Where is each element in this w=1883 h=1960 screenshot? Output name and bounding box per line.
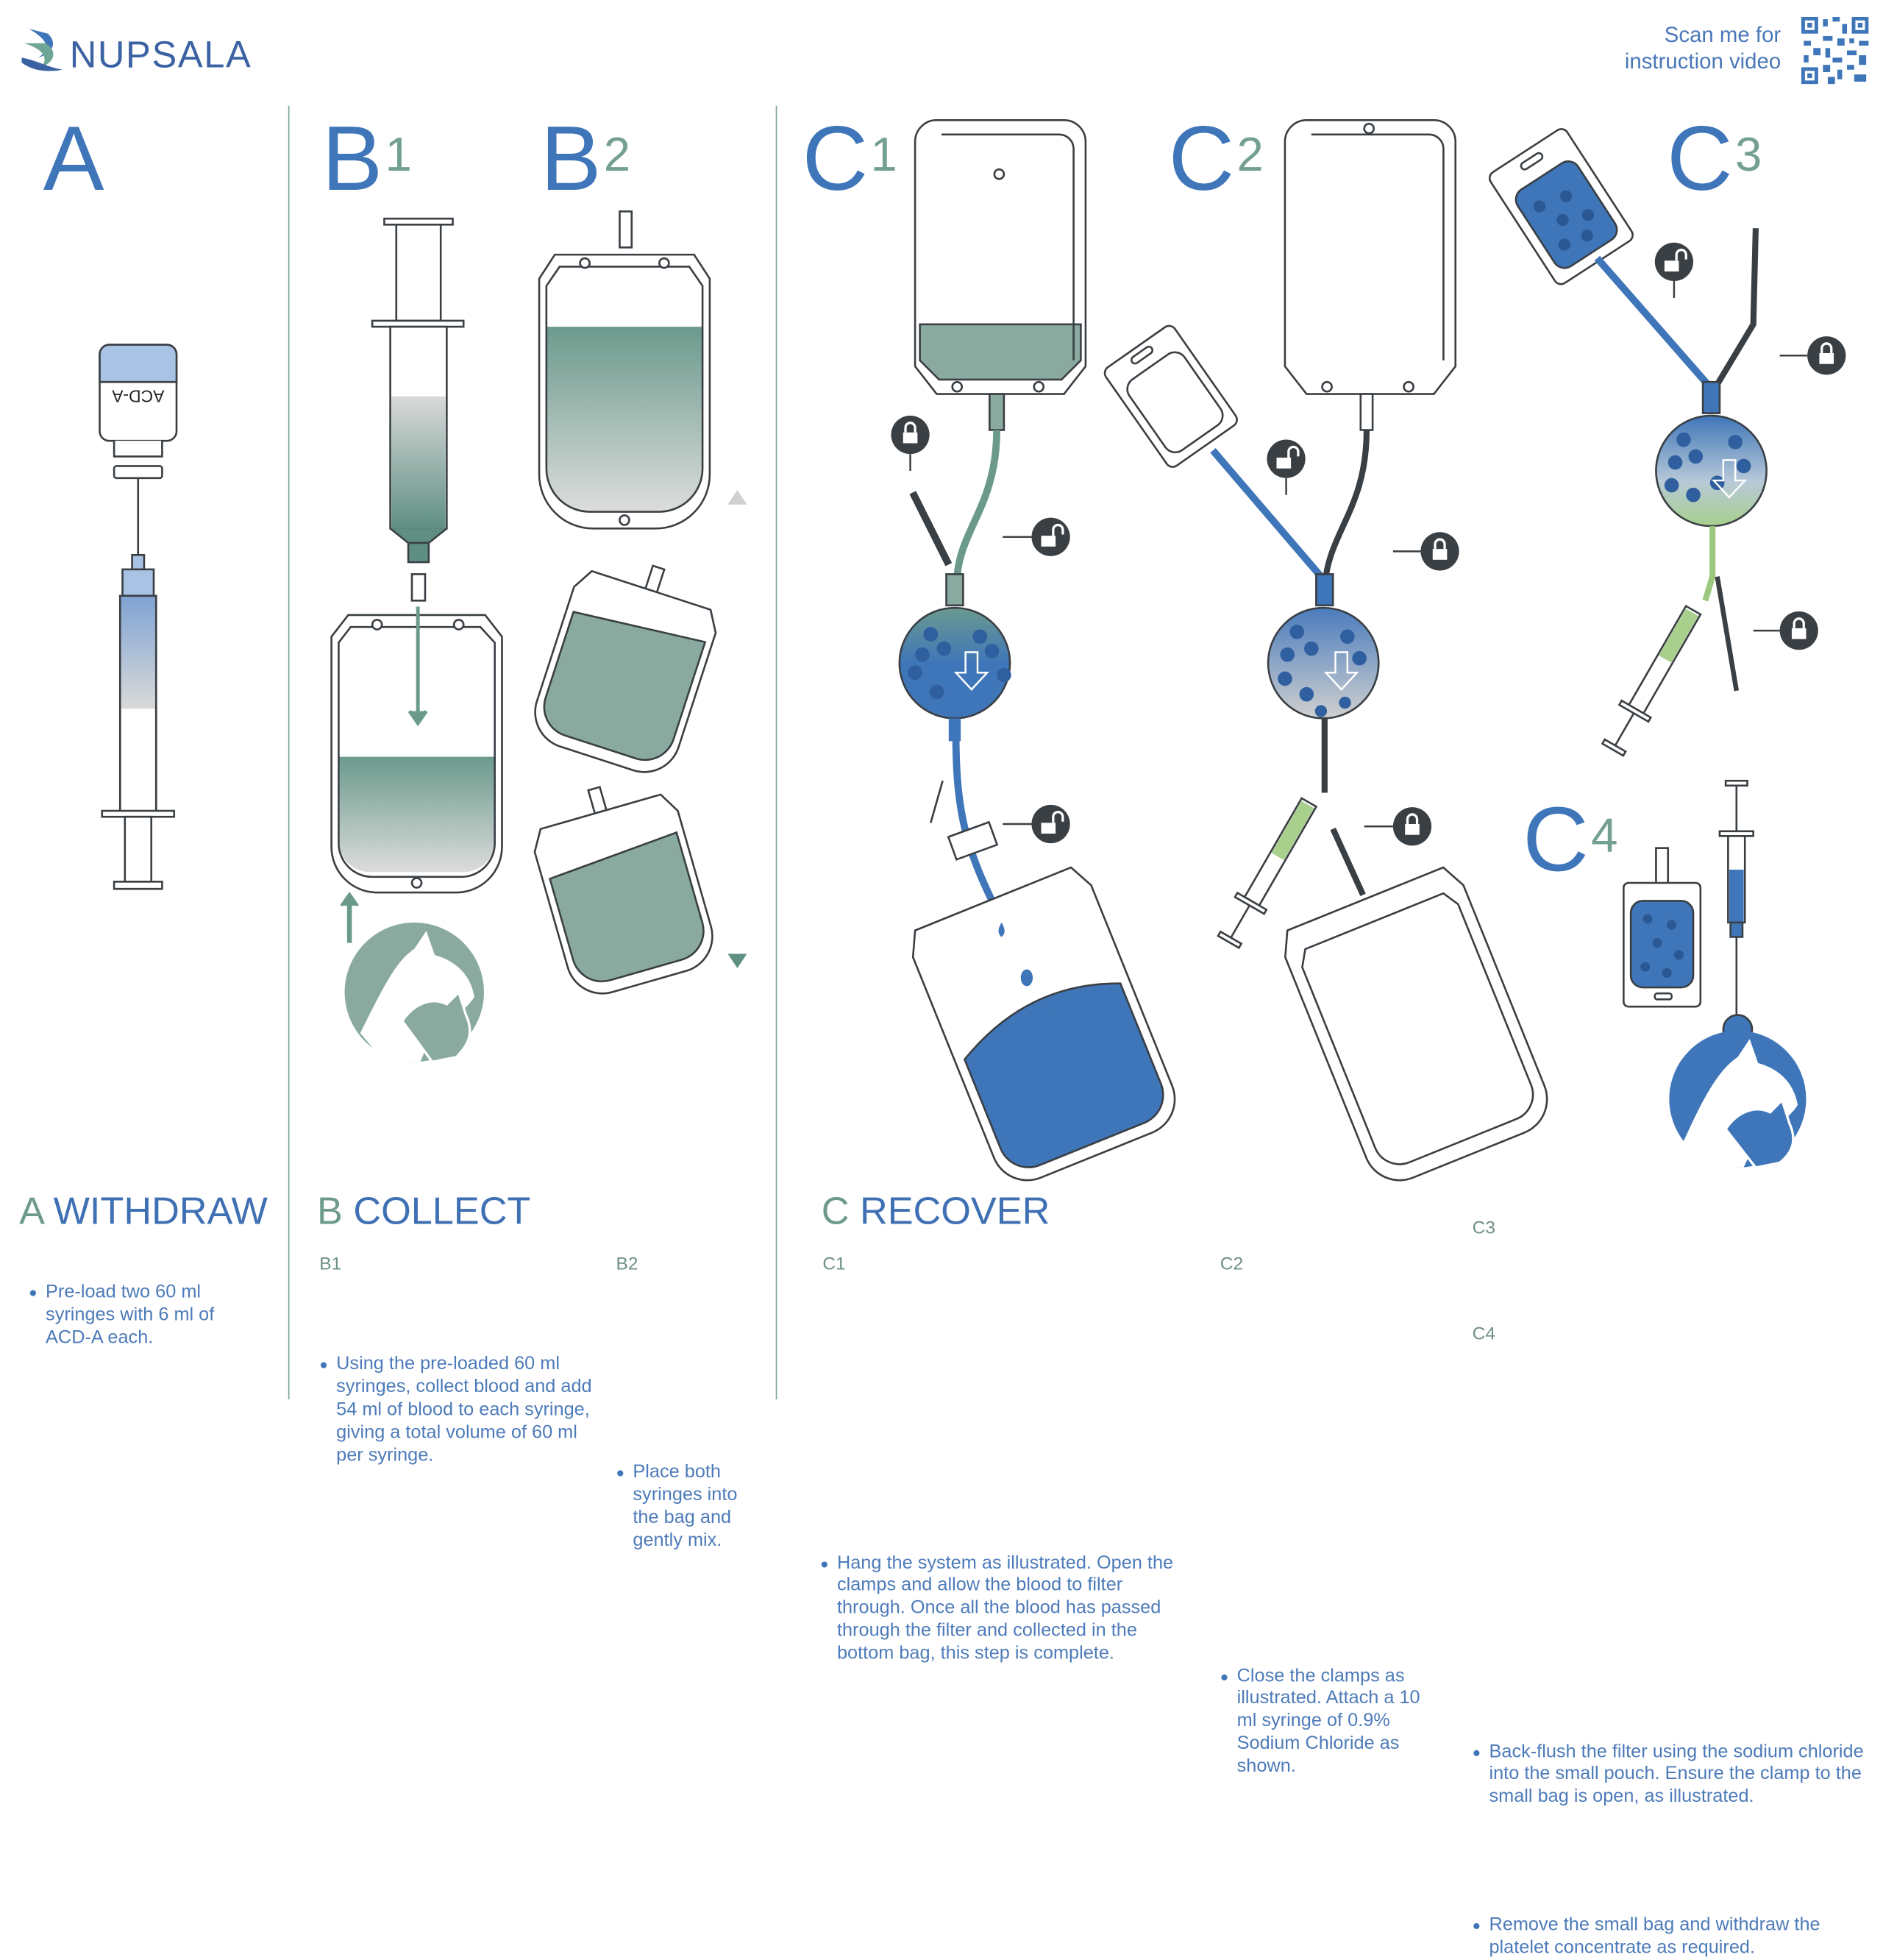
step-label-c3: C3 <box>1667 107 1762 210</box>
instruction-sheet: NUPSALA Scan me for instruction video A … <box>19 16 1869 1958</box>
clamp-closed-icon <box>1419 530 1461 572</box>
illustrations <box>99 118 1807 1182</box>
small-pouch-c3 <box>1488 128 1634 285</box>
syringe-a <box>101 553 176 890</box>
syringe-b1 <box>371 217 465 602</box>
sublabel-c1: C1 <box>822 1254 846 1275</box>
step-label-b1: B1 <box>321 107 412 210</box>
instruction-b2: Place both syringes into the bag and gen… <box>616 1463 765 1553</box>
qr-caption: Scan me for instruction video <box>1625 21 1781 74</box>
clamp-closed-icon <box>889 414 931 455</box>
clamp-closed-icon <box>1806 335 1848 377</box>
instruction-b1: Using the pre-loaded 60 ml syringes, col… <box>319 1354 606 1467</box>
qr-code-icon[interactable] <box>1801 16 1869 85</box>
section-heading-b: B COLLECT <box>317 1189 531 1233</box>
column-divider <box>288 105 290 1400</box>
sublabel-c3: C3 <box>1472 1218 1495 1239</box>
step-label-b2: B2 <box>540 107 631 210</box>
bag-b2-top <box>538 210 711 530</box>
bag-b2-low <box>533 786 713 995</box>
clamp-closed-icon <box>1778 610 1820 651</box>
instruction-c2: Close the clamps as illustrated. Attach … <box>1220 1666 1441 1778</box>
nupsala-logo-icon <box>21 29 63 71</box>
top-bag-c1 <box>914 118 1087 431</box>
sublabel-b1: B1 <box>319 1254 342 1275</box>
step-label-c4: C4 <box>1523 789 1618 892</box>
arrow-down-b1 <box>407 606 428 727</box>
blood-drops <box>998 922 1057 1030</box>
instruction-c3: Back-flush the filter using the sodium c… <box>1473 1741 1883 1809</box>
clamp-closed-icon <box>1392 806 1433 848</box>
clamp-open-icon <box>1654 241 1695 283</box>
syringe-c4 <box>1718 779 1754 1015</box>
step-label-c1: C1 <box>802 107 897 210</box>
instruction-a: Pre-load two 60 ml syringes with 6 ml of… <box>29 1282 249 1349</box>
arrow-up-b1 <box>340 891 359 943</box>
clamp-open-icon <box>1265 438 1307 480</box>
syringe-c2 <box>1217 797 1318 950</box>
bottom-bag-c1 <box>911 866 1176 1182</box>
syringe-c3 <box>1601 604 1702 757</box>
bottom-bag-c2 <box>1284 866 1548 1182</box>
bag-b1 <box>330 614 503 894</box>
acd-a-vial <box>99 344 178 555</box>
clamp-indicators <box>889 241 1848 848</box>
sublabel-c2: C2 <box>1220 1254 1244 1275</box>
instruction-c4: Remove the small bag and withdraw the pl… <box>1473 1914 1873 1959</box>
clamp-open-icon <box>1030 803 1072 845</box>
qr-caption-line2: instruction video <box>1624 49 1781 74</box>
section-heading-a: A WITHDRAW <box>19 1189 268 1233</box>
step-label-c2: C2 <box>1168 107 1264 210</box>
section-heading-c: C RECOVER <box>821 1189 1050 1233</box>
instruction-c1: Hang the system as illustrated. Open the… <box>820 1552 1191 1665</box>
small-bag-c4 <box>1623 847 1702 1008</box>
patient-logo-c4 <box>1669 1030 1807 1169</box>
small-pouch-c2 <box>1103 324 1238 468</box>
step-label-a: A <box>43 107 104 210</box>
column-divider <box>775 105 777 1400</box>
brand-name: NUPSALA <box>69 33 252 76</box>
top-bag-c2 <box>1284 118 1457 431</box>
bag-b2-mid <box>534 564 717 773</box>
patient-logo-b1 <box>344 922 484 1064</box>
qr-caption-line1: Scan me for <box>1664 23 1781 47</box>
clamp-open-icon <box>1030 516 1072 558</box>
sublabel-c4: C4 <box>1472 1324 1495 1344</box>
sublabel-b2: B2 <box>616 1254 638 1275</box>
